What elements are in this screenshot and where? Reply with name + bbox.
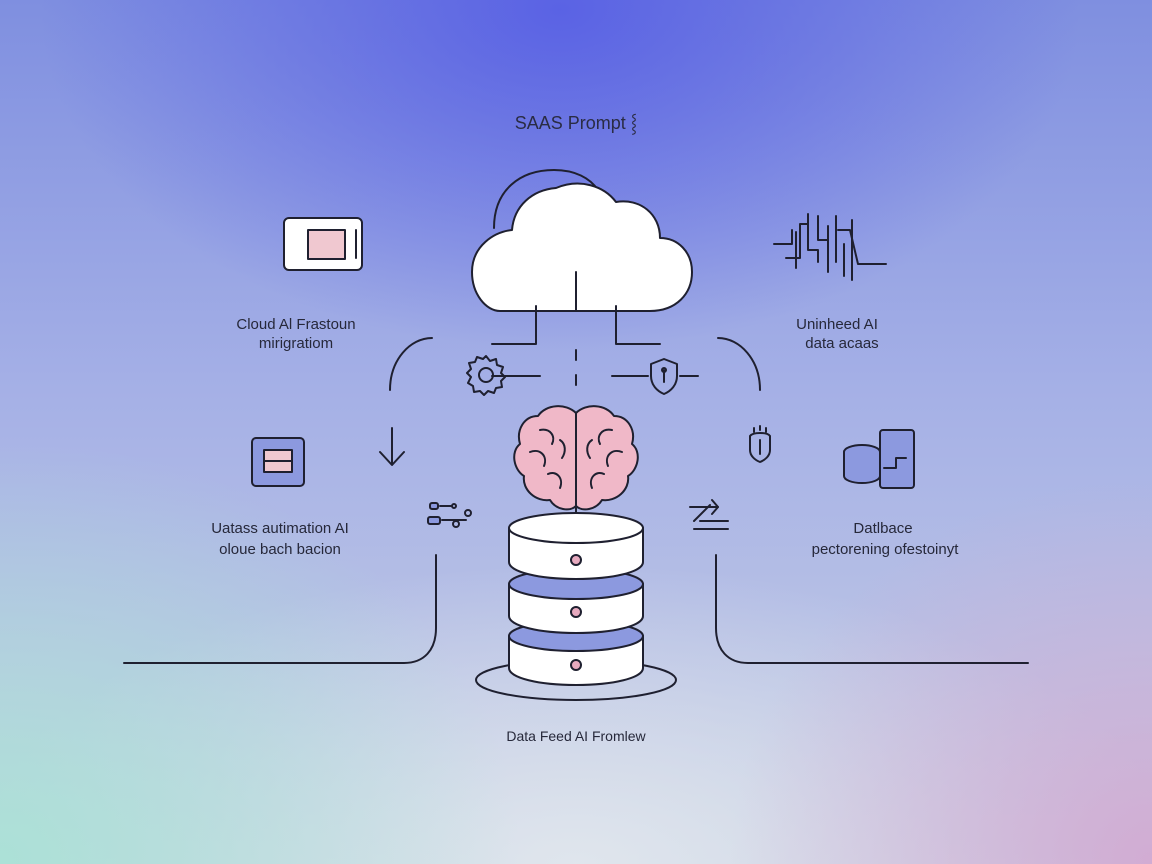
transfer-icon bbox=[689, 499, 729, 530]
window-icon bbox=[283, 217, 363, 271]
form-icon bbox=[251, 437, 305, 487]
flow-icon bbox=[427, 502, 472, 528]
label-bottom-center: Data Feed AI Fromlew bbox=[506, 728, 646, 744]
label-bottom-left-line1: Uatass autimation AI bbox=[211, 520, 349, 537]
cloud-icon bbox=[471, 169, 693, 386]
label-bottom-right-line2: pectorening ofestoinyt bbox=[811, 541, 959, 558]
label-bottom-left-line2: oloue bach bacion bbox=[219, 541, 341, 558]
label-bottom-right-line1: Datlbace bbox=[853, 520, 913, 537]
arrow-down-icon bbox=[379, 427, 405, 466]
label-top-right-line2: data acaas bbox=[805, 335, 879, 352]
connector-lines bbox=[123, 337, 1029, 664]
diagram-title: SAAS Prompt ⸾ bbox=[514, 113, 638, 133]
circuit-icon bbox=[773, 213, 887, 281]
label-top-right-line1: Uninheed AI bbox=[796, 316, 878, 333]
label-top-left-line1: Cloud Al Frastoun bbox=[236, 316, 356, 333]
label-top-left-line2: mirigratiom bbox=[258, 335, 334, 352]
shield-icon bbox=[650, 358, 678, 395]
bulb-icon bbox=[749, 425, 771, 463]
brain-icon bbox=[513, 405, 639, 513]
server-icon bbox=[843, 429, 915, 489]
database-stack-icon bbox=[475, 512, 677, 701]
gear-icon bbox=[466, 355, 506, 396]
